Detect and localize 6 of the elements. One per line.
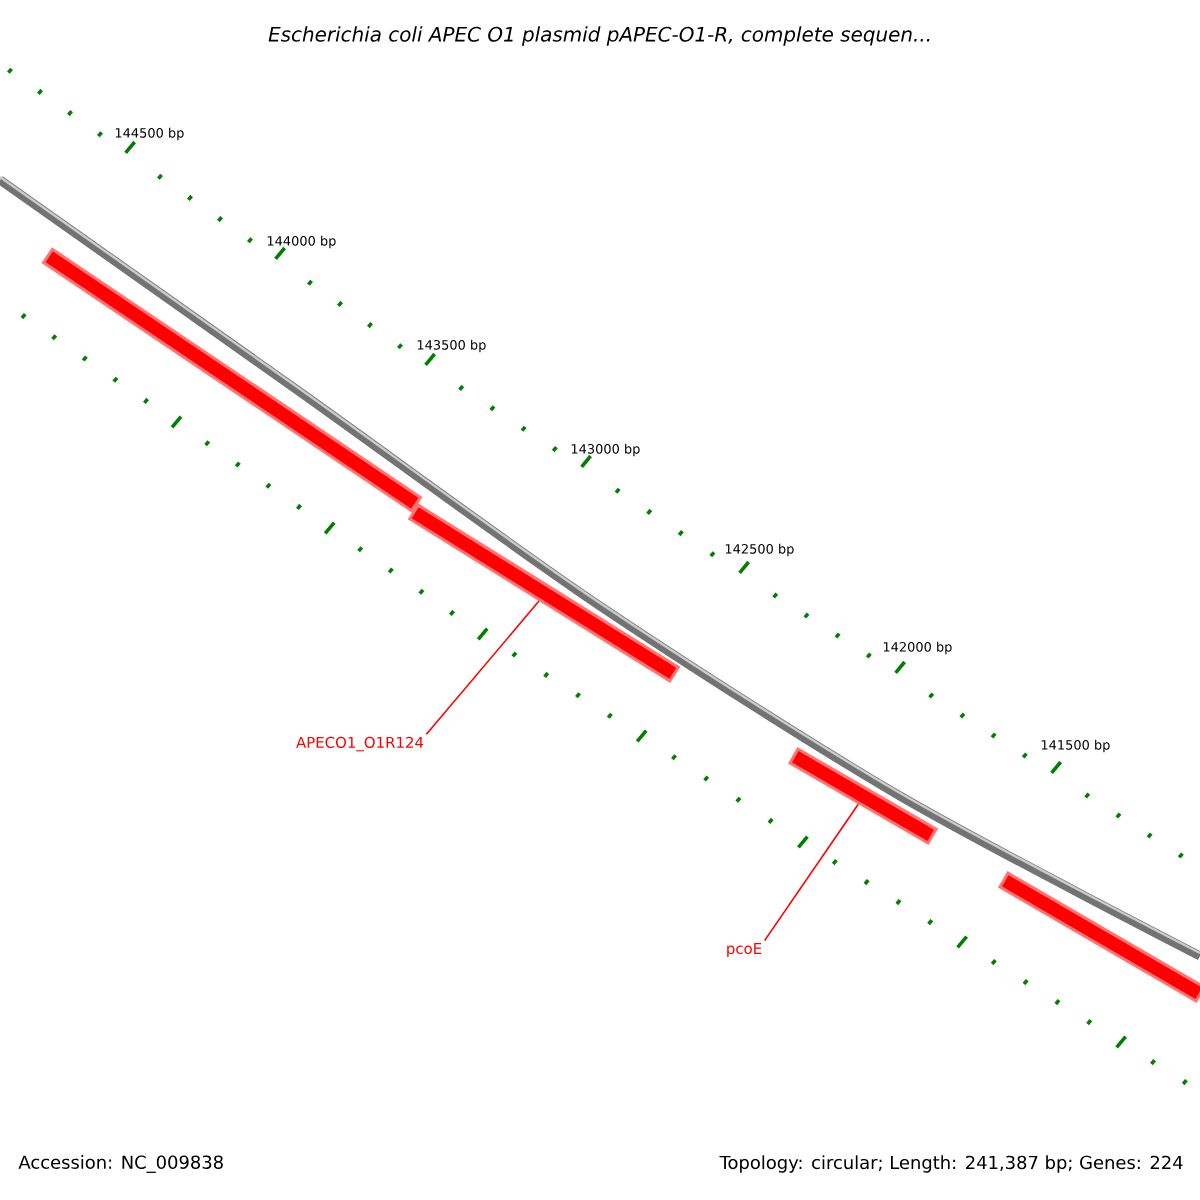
- accession-text: Accession: NC_009838: [18, 1155, 223, 1173]
- leader-line: [763, 803, 860, 942]
- summary-text: Topology: circular; Length: 241,387 bp; Genes: 224: [719, 1155, 1183, 1173]
- gene-bar: [997, 871, 1200, 1003]
- title: Escherichia coli APEC O1 plasmid pAPEC-O1-R, complete sequen...: [268, 26, 930, 46]
- leader-line: [425, 600, 540, 736]
